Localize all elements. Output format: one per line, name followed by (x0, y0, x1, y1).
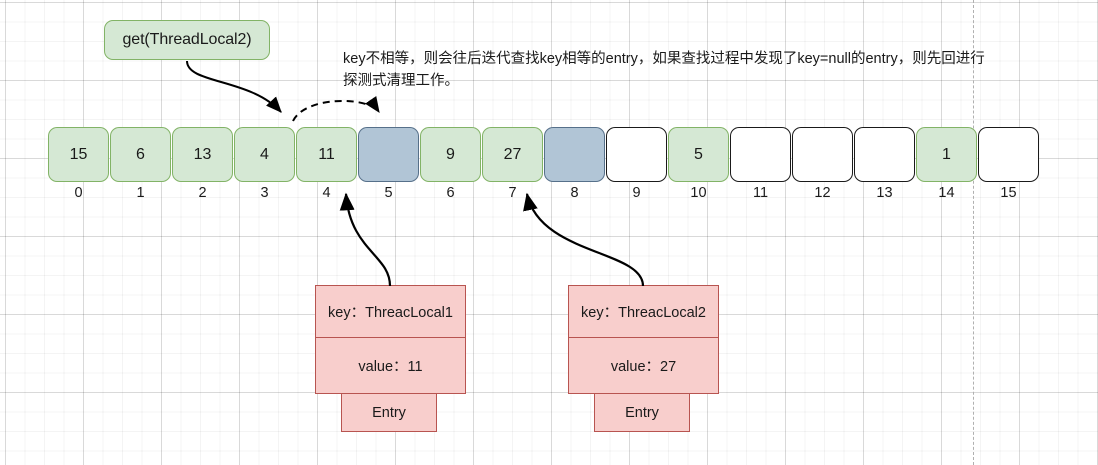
array-cell-value: 4 (260, 145, 269, 163)
arrow-cell4-to-cell5-dashed (292, 95, 380, 122)
array-cell-value: 1 (942, 145, 951, 163)
array-index-1: 1 (136, 185, 145, 201)
arrow-entry1-to-cell4 (339, 192, 392, 287)
array-cell-value: 9 (446, 145, 455, 163)
array-cell-value: 5 (694, 145, 703, 163)
array-cell-9[interactable] (606, 127, 667, 182)
callout-get-threadlocal2[interactable]: get(ThreadLocal2) (104, 20, 270, 60)
entry-key-text: key：ThreacLocal1 (328, 305, 453, 321)
array-index-3: 3 (260, 185, 269, 201)
entry-label-1: Entry (341, 393, 437, 432)
array-index-9: 9 (632, 185, 641, 201)
array-cell-7[interactable]: 27 (482, 127, 543, 182)
array-index-6: 6 (446, 185, 455, 201)
array-index-4: 4 (322, 185, 331, 201)
entry-label-2: Entry (594, 393, 690, 432)
array-cell-11[interactable] (730, 127, 791, 182)
array-cell-4[interactable]: 11 (296, 127, 357, 182)
entry-key-row-1: key：ThreacLocal1 (315, 285, 466, 338)
entry-label-text: Entry (625, 404, 659, 421)
entry-value-text: value：11 (358, 359, 423, 375)
array-index-10: 10 (690, 185, 707, 201)
array-cell-value: 27 (503, 145, 522, 163)
array-cell-3[interactable]: 4 (234, 127, 295, 182)
arrow-entry2-to-cell7 (523, 192, 645, 287)
array-cell-15[interactable] (978, 127, 1039, 182)
array-cell-14[interactable]: 1 (916, 127, 977, 182)
array-index-15: 15 (1000, 185, 1017, 201)
entry-key-text: key：ThreacLocal2 (581, 305, 706, 321)
array-cell-5[interactable] (358, 127, 419, 182)
array-cell-10[interactable]: 5 (668, 127, 729, 182)
array-index-12: 12 (814, 185, 831, 201)
entry-value-row-1: value：11 (315, 337, 466, 394)
array-cell-value: 15 (69, 145, 88, 163)
array-index-2: 2 (198, 185, 207, 201)
array-index-13: 13 (876, 185, 893, 201)
array-index-14: 14 (938, 185, 955, 201)
callout-label: get(ThreadLocal2) (122, 31, 252, 48)
array-cell-13[interactable] (854, 127, 915, 182)
array-cell-1[interactable]: 6 (110, 127, 171, 182)
array-index-0: 0 (74, 185, 83, 201)
annotation-text: key不相等，则会往后迭代查找key相等的entry，如果查找过程中发现了key… (343, 51, 985, 89)
array-cell-value: 6 (136, 145, 145, 163)
entry-label-text: Entry (372, 404, 406, 421)
entry-key-row-2: key：ThreacLocal2 (568, 285, 719, 338)
entry-value-row-2: value：27 (568, 337, 719, 394)
entry-value-text: value：27 (610, 359, 677, 375)
array-cell-value: 13 (193, 145, 212, 163)
array-cell-value: 11 (318, 145, 335, 163)
array-index-11: 11 (752, 185, 769, 201)
array-cell-12[interactable] (792, 127, 853, 182)
array-cell-6[interactable]: 9 (420, 127, 481, 182)
array-index-8: 8 (570, 185, 579, 201)
array-cell-0[interactable]: 15 (48, 127, 109, 182)
array-index-7: 7 (508, 185, 517, 201)
arrow-callout-to-cell4 (186, 60, 282, 113)
array-index-5: 5 (384, 185, 393, 201)
array-cell-8[interactable] (544, 127, 605, 182)
array-cell-2[interactable]: 13 (172, 127, 233, 182)
page-break-line (973, 0, 974, 465)
